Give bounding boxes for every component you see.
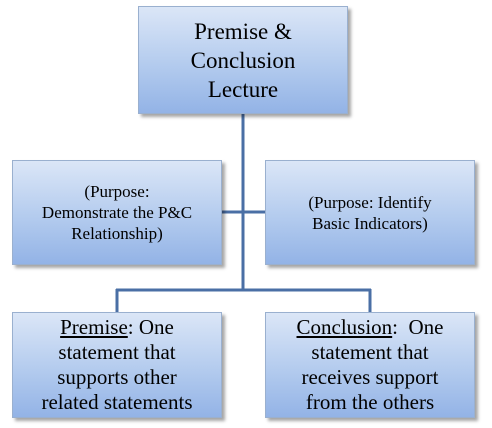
- purpose-indicators-box: (Purpose: Identify Basic Indicators): [265, 160, 475, 265]
- premise-definition-box: Premise: One statement that supports oth…: [12, 312, 222, 418]
- conclusion-term: Conclusion: [296, 315, 393, 339]
- definition-line: statement that: [58, 340, 176, 364]
- definition-first-line: Premise: One: [41, 315, 192, 340]
- lecture-title-box: Premise & Conclusion Lecture: [138, 6, 348, 114]
- title-line: Conclusion: [190, 47, 296, 73]
- purpose-line: (Purpose: Identify: [308, 192, 432, 212]
- purpose-line: (Purpose:: [84, 182, 150, 201]
- definition-line: from the others: [305, 390, 435, 414]
- purpose-line: Relationship): [71, 224, 163, 243]
- purpose-relationship-box: (Purpose: Demonstrate the P&C Relationsh…: [12, 160, 222, 265]
- purpose-line: Basic Indicators): [312, 213, 428, 233]
- title-line: Lecture: [207, 76, 279, 102]
- definition-rest: : One: [127, 315, 174, 339]
- purpose-line: Demonstrate the P&C: [41, 203, 193, 222]
- definition-rest: : One: [392, 315, 444, 339]
- title-line: Premise &: [194, 18, 292, 44]
- definition-line: receives support: [301, 365, 439, 389]
- definition-line: statement that: [311, 340, 429, 364]
- conclusion-definition-box: Conclusion: One statement that receives …: [265, 312, 475, 418]
- premise-term: Premise: [60, 315, 128, 339]
- definition-first-line: Conclusion: One: [297, 315, 444, 340]
- definition-line: supports other: [57, 365, 177, 389]
- definition-line: related statements: [41, 390, 193, 414]
